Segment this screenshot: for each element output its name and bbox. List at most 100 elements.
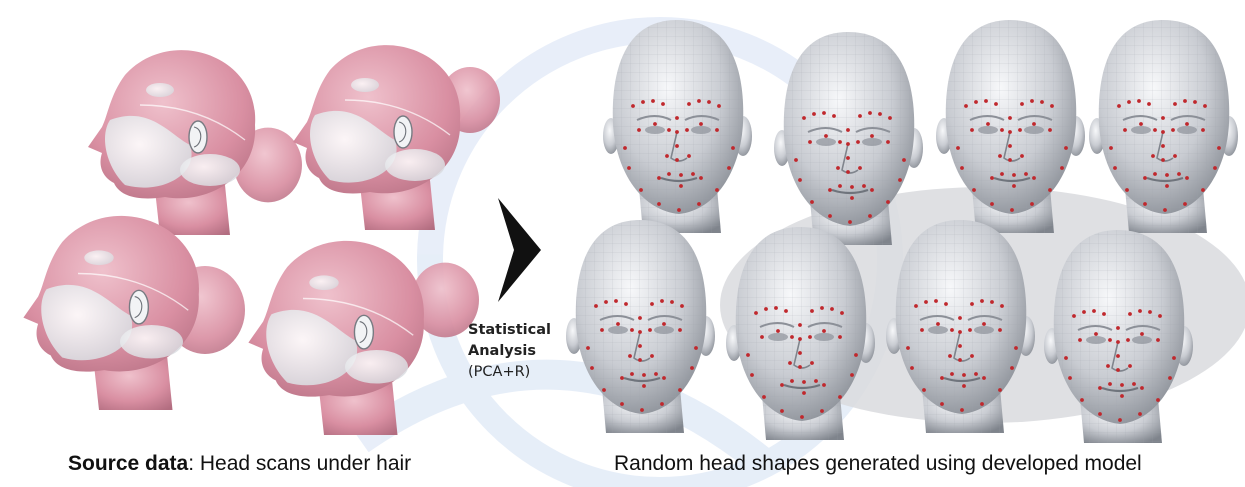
landmark-point — [1126, 338, 1130, 342]
landmark-point — [1008, 130, 1012, 134]
landmark-point — [850, 373, 854, 377]
landmark-point — [679, 173, 683, 177]
landmark-point — [1000, 304, 1004, 308]
landmark-point — [715, 188, 719, 192]
landmark-point — [678, 388, 682, 392]
landmark-point — [1020, 154, 1024, 158]
landmark-point — [1080, 398, 1084, 402]
landmark-point — [1132, 382, 1136, 386]
landmark-point — [699, 176, 703, 180]
landmark-point — [1139, 122, 1143, 126]
landmark-point — [1213, 166, 1217, 170]
head-scan — [23, 216, 245, 410]
landmark-point — [944, 302, 948, 306]
landmark-point — [657, 176, 661, 180]
landmark-point — [822, 111, 826, 115]
landmark-point — [1138, 412, 1142, 416]
landmark-point — [660, 299, 664, 303]
landmark-point — [838, 140, 842, 144]
landmark-point — [1014, 346, 1018, 350]
landmark-point — [590, 366, 594, 370]
landmark-point — [1183, 202, 1187, 206]
landmark-point — [650, 354, 654, 358]
landmark-point — [665, 154, 669, 158]
landmark-point — [1108, 338, 1112, 342]
landmark-point — [1018, 128, 1022, 132]
landmark-point — [1030, 99, 1034, 103]
landmark-point — [1120, 383, 1124, 387]
landmark-point — [820, 306, 824, 310]
landmark-point — [958, 344, 962, 348]
landmark-point — [808, 335, 812, 339]
landmark-point — [653, 122, 657, 126]
landmark-point — [662, 322, 666, 326]
landmark-point — [717, 104, 721, 108]
landmark-point — [970, 354, 974, 358]
landmark-point — [602, 388, 606, 392]
landmark-point — [1143, 176, 1147, 180]
landmark-point — [1064, 356, 1068, 360]
landmark-point — [974, 100, 978, 104]
landmark-point — [661, 102, 665, 106]
landmark-point — [858, 166, 862, 170]
landmark-point — [960, 166, 964, 170]
landmark-point — [760, 335, 764, 339]
landmark-point — [998, 328, 1002, 332]
source-caption-rest: : Head scans under hair — [188, 452, 411, 475]
landmark-point — [958, 330, 962, 334]
landmark-point — [1137, 99, 1141, 103]
landmark-point — [1064, 146, 1068, 150]
landmark-point — [998, 388, 1002, 392]
landmark-point — [824, 134, 828, 138]
landmark-point — [637, 128, 641, 132]
landmark-point — [1048, 128, 1052, 132]
landmark-point — [1000, 128, 1004, 132]
landmark-point — [970, 302, 974, 306]
landmark-point — [731, 146, 735, 150]
landmark-point — [1113, 166, 1117, 170]
landmark-point — [784, 309, 788, 313]
process-label-line3: (PCA+R) — [468, 362, 551, 383]
landmark-point — [1008, 144, 1012, 148]
landmark-point — [1201, 188, 1205, 192]
landmark-point — [1008, 158, 1012, 162]
landmark-point — [962, 373, 966, 377]
landmark-point — [776, 329, 780, 333]
landmark-point — [838, 335, 842, 339]
landmark-point — [1173, 102, 1177, 106]
process-label-line1: Statistical — [468, 320, 551, 341]
landmark-point — [798, 351, 802, 355]
landmark-point — [662, 376, 666, 380]
landmark-point — [906, 346, 910, 350]
result-caption: Random head shapes generated using devel… — [614, 452, 1142, 476]
landmark-point — [822, 329, 826, 333]
landmark-point — [697, 99, 701, 103]
landmark-point — [846, 142, 850, 146]
landmark-point — [974, 372, 978, 376]
landmark-point — [800, 415, 804, 419]
landmark-point — [1116, 354, 1120, 358]
landmark-point — [715, 128, 719, 132]
landmark-point — [650, 302, 654, 306]
source-caption: Source data: Head scans under hair — [68, 452, 411, 476]
landmark-point — [678, 328, 682, 332]
landmark-point — [1156, 338, 1160, 342]
landmark-point — [677, 208, 681, 212]
landmark-point — [1108, 382, 1112, 386]
landmark-point — [868, 214, 872, 218]
landmark-point — [675, 130, 679, 134]
landmark-point — [1127, 100, 1131, 104]
landmark-point — [631, 104, 635, 108]
landmark-point — [886, 140, 890, 144]
landmark-point — [654, 372, 658, 376]
landmark-point — [1140, 386, 1144, 390]
landmark-point — [1123, 128, 1127, 132]
landmark-point — [600, 328, 604, 332]
landmark-point — [630, 372, 634, 376]
landmark-point — [690, 366, 694, 370]
landmark-point — [790, 335, 794, 339]
landmark-point — [1020, 102, 1024, 106]
landmark-point — [1120, 394, 1124, 398]
head-scan — [88, 50, 302, 235]
landmark-point — [697, 202, 701, 206]
